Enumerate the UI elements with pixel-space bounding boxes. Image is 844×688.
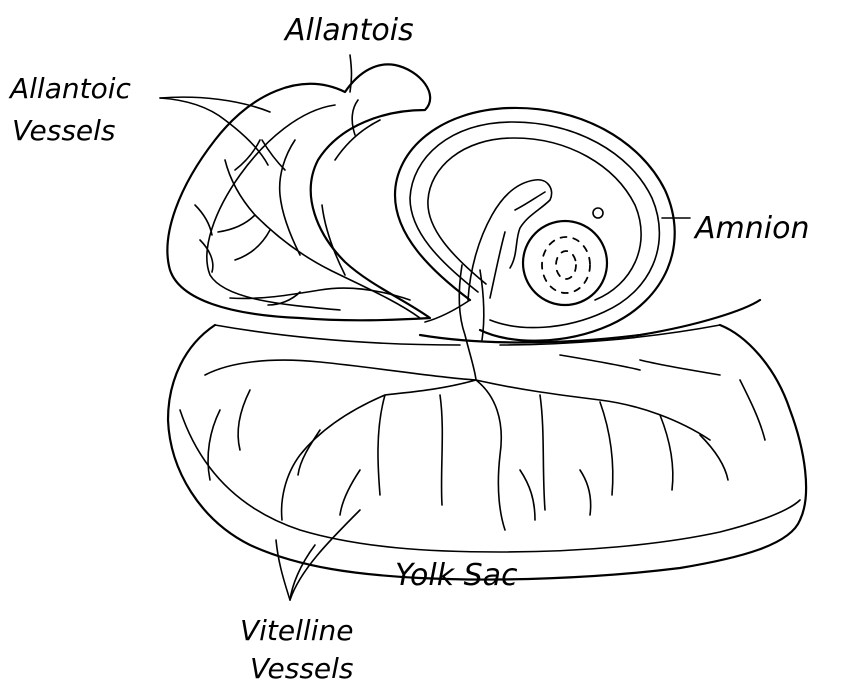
- allantoic-vessels: [195, 100, 420, 318]
- label-yolk-sac: Yolk Sac: [395, 558, 518, 593]
- label-allantois: Allantois: [283, 13, 414, 48]
- vitelline-vessels: [205, 355, 765, 530]
- embryo: [468, 180, 603, 300]
- umbilical-stalk: [425, 265, 484, 380]
- yolk-sac: [168, 325, 806, 580]
- label-allantoic-vessels-line2: Vessels: [12, 114, 116, 147]
- label-vitelline-vessels-line2: Vessels: [250, 652, 354, 685]
- label-allantoic-vessels-line1: Allantoic: [8, 72, 132, 105]
- yolk-drop: [523, 221, 607, 305]
- label-vitelline-vessels-line1: Vitelline: [240, 614, 353, 647]
- label-amnion: Amnion: [693, 211, 809, 246]
- allantois-sac: [167, 64, 430, 320]
